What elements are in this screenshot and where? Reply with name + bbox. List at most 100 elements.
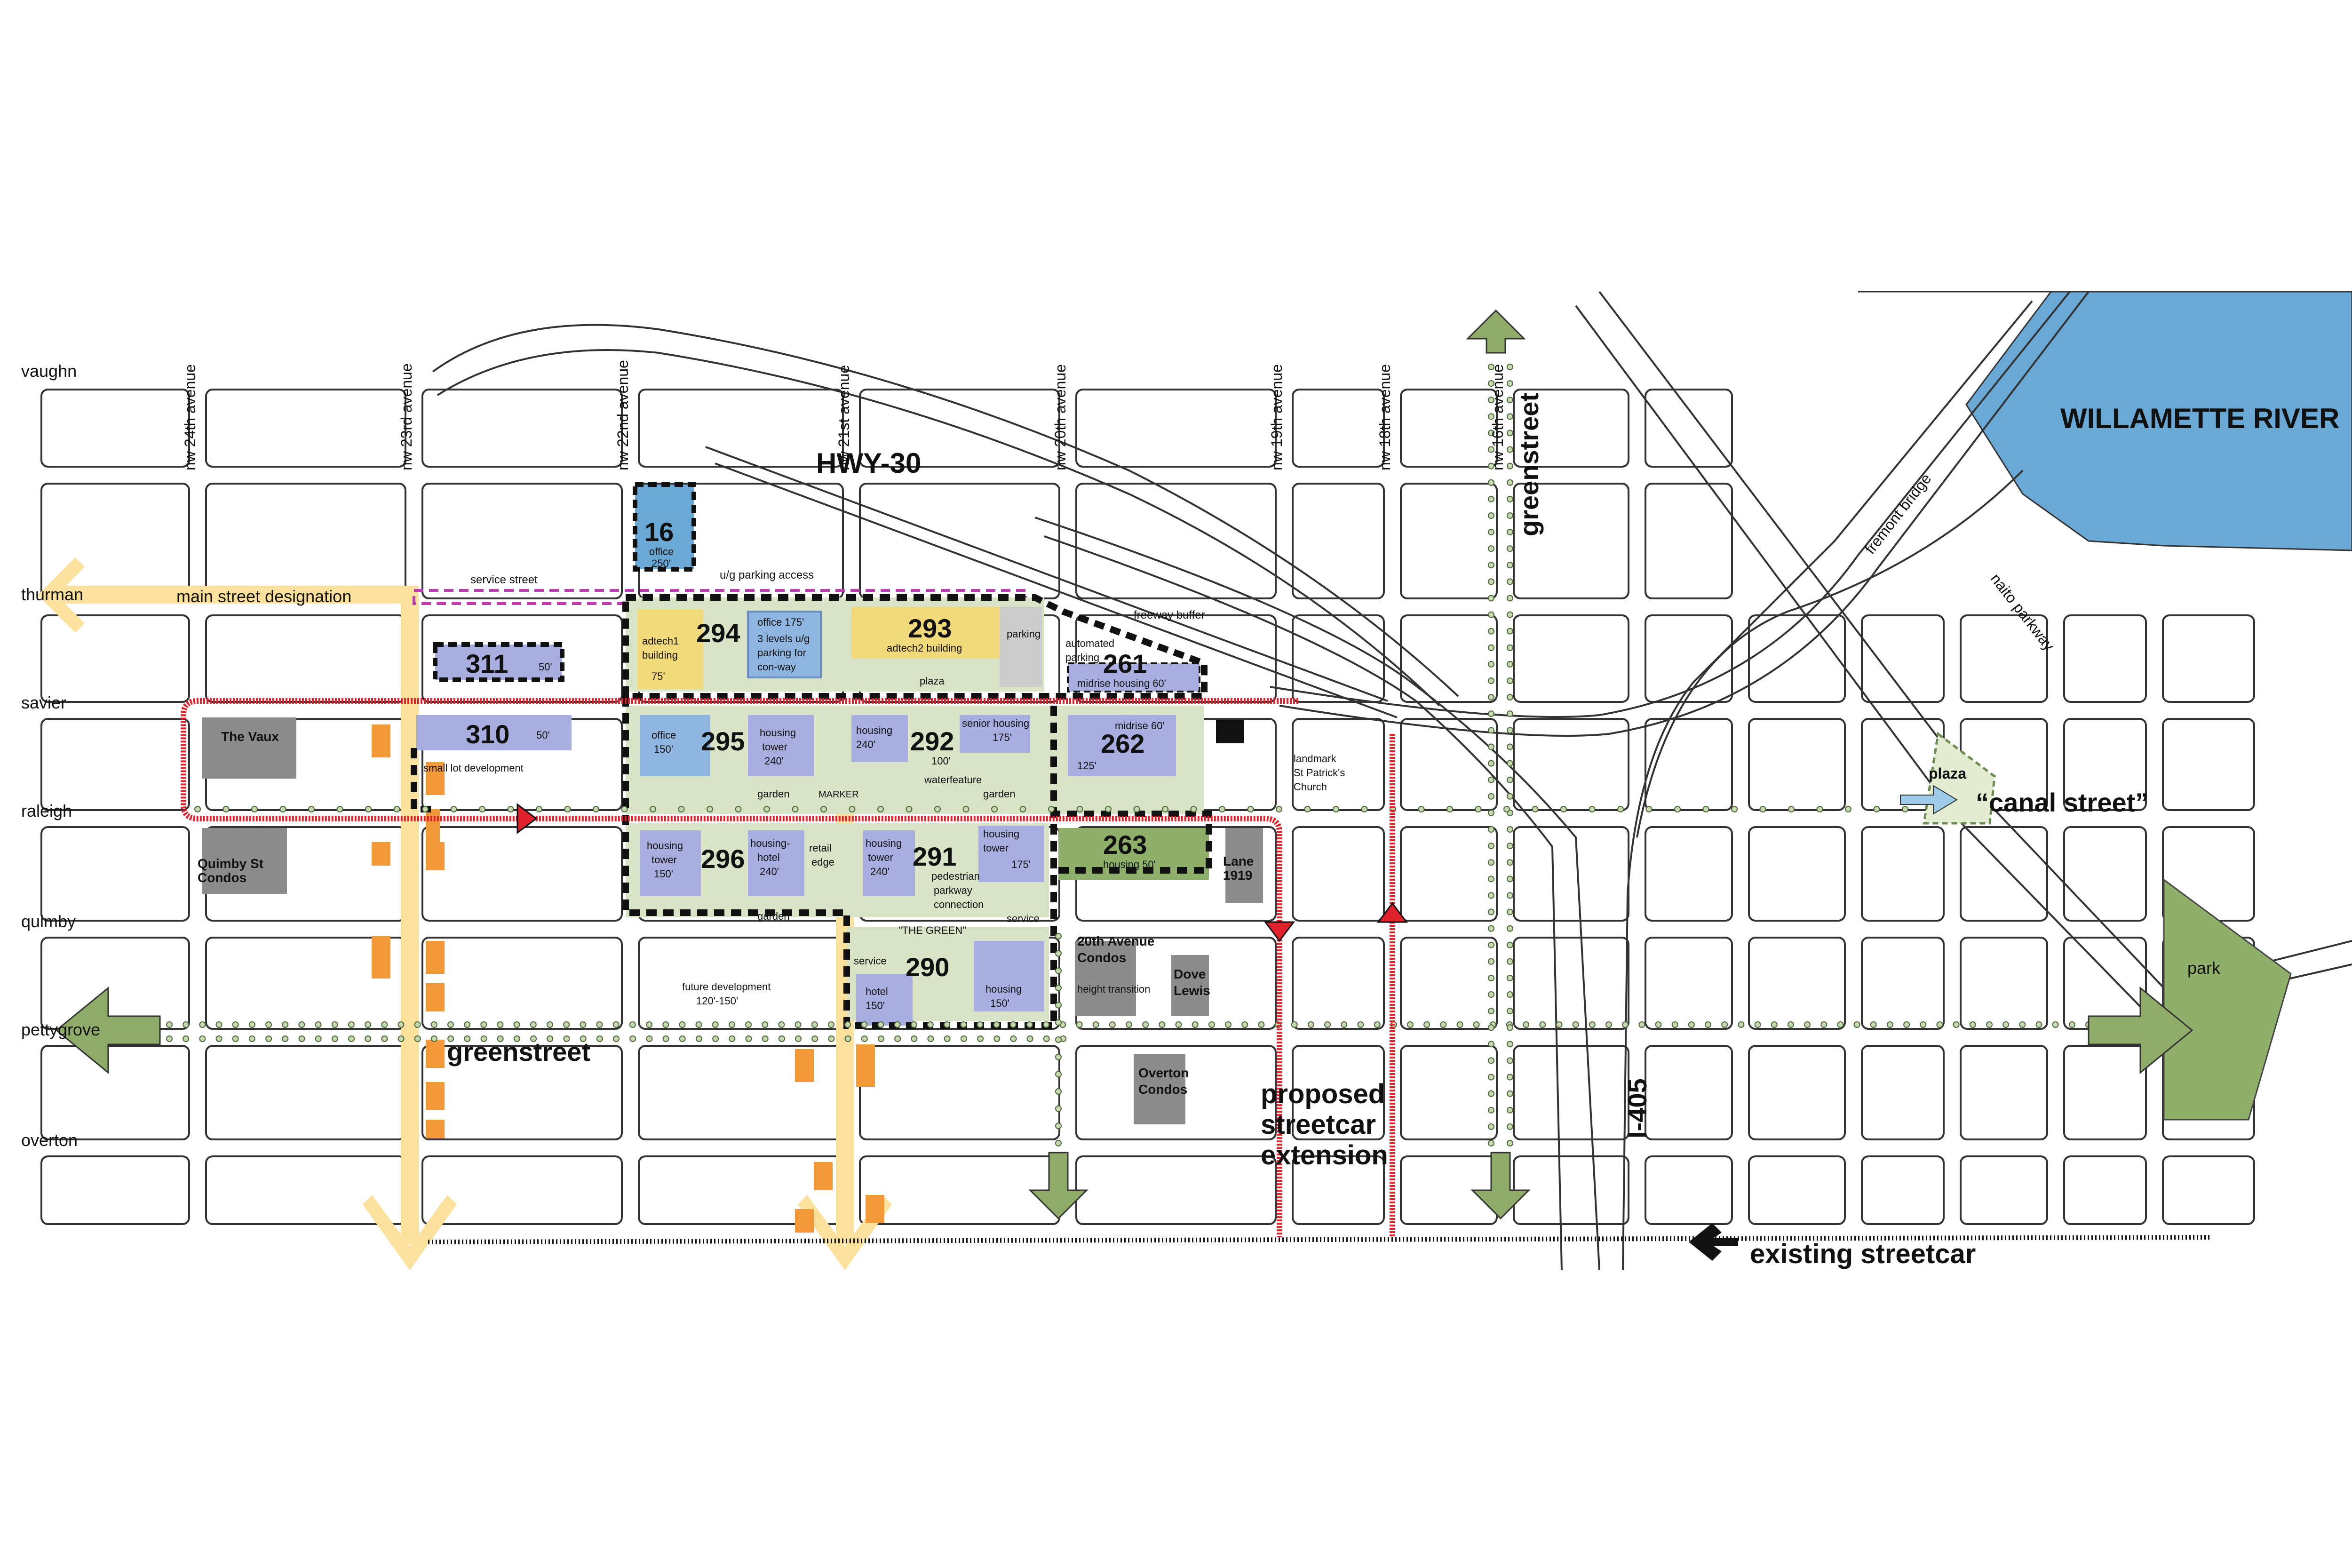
greenstreet-dot <box>1507 495 1513 502</box>
orange-lot <box>426 809 440 842</box>
city-block <box>2063 614 2147 703</box>
garden-label-b: garden <box>983 788 1016 800</box>
greenstreet-dot <box>2068 1021 2075 1028</box>
city-block <box>205 1045 406 1140</box>
greenstreet-dot <box>811 1035 818 1042</box>
greenstreet-dot <box>580 1021 587 1028</box>
city-block <box>1861 937 1945 1030</box>
greenstreet-dot <box>1759 806 1766 812</box>
greenstreet-dot <box>1605 1021 1612 1028</box>
greenstreet-dot <box>1507 545 1513 552</box>
greenstreet-dot <box>1055 1002 1062 1009</box>
building-office-295 <box>640 715 710 776</box>
greenstreet-dot <box>613 1035 620 1042</box>
greenstreet-dot <box>1507 413 1513 420</box>
orange-lot <box>426 842 445 870</box>
greenstreet-dot <box>629 1035 636 1042</box>
greenstreet-dot <box>536 806 542 812</box>
greenstreet-dot <box>712 1021 719 1028</box>
landmark-label-1: landmark <box>1294 753 1336 764</box>
block-291-tower-b-2: tower <box>983 842 1009 854</box>
greenstreet-dot <box>778 1035 785 1042</box>
greenstreet-dot <box>1488 876 1494 883</box>
city-block <box>1960 614 2048 703</box>
block-296-hotel-2: hotel <box>757 852 780 863</box>
district-borders <box>411 594 1212 1029</box>
building-vaux <box>202 717 296 779</box>
greenstreet-dot <box>911 1035 918 1042</box>
greenstreet-dot <box>735 806 742 812</box>
small-lot-label: small lot development <box>423 762 524 774</box>
greenstreet-dot <box>1488 1041 1494 1048</box>
avenue-label: nw 16th avenue <box>1489 364 1506 470</box>
lane-label-1: Lane <box>1223 854 1254 868</box>
orange-lot <box>795 1049 814 1082</box>
greenstreet-dot <box>646 1035 653 1042</box>
block-295-number: 295 <box>701 726 745 756</box>
city-block <box>40 1045 190 1140</box>
proposed-streetcar-label-2: streetcar <box>1261 1109 1376 1140</box>
greenstreet-dot <box>1523 1021 1530 1028</box>
greenstreet-dot <box>1488 578 1494 585</box>
greenstreet-dot <box>2035 1021 2042 1028</box>
greenstreet-dot <box>480 1021 487 1028</box>
greenstreet-dot <box>1488 694 1494 701</box>
city-block <box>1400 826 1498 922</box>
greenstreet-dot <box>1507 628 1513 635</box>
block-291-tower-b-1: housing <box>983 828 1019 840</box>
greenstreet-dot <box>315 1035 322 1042</box>
city-block <box>1748 1155 1846 1225</box>
block-290-number: 290 <box>906 952 949 982</box>
greenstreet-dot <box>580 1035 587 1042</box>
greenstreet-dot <box>447 1021 454 1028</box>
greenstreet-dot <box>1936 1021 1943 1028</box>
greenstreet-dot <box>1291 1021 1298 1028</box>
greenstreet-dot <box>282 1035 289 1042</box>
greenstreet-dot <box>222 806 230 812</box>
greenstreet-dot <box>1507 430 1513 437</box>
greenstreet-dot <box>763 806 770 812</box>
block-16-height: 250' <box>652 557 671 569</box>
city-block <box>1292 1045 1385 1140</box>
greenstreet-dot <box>894 1021 901 1028</box>
city-block <box>1748 826 1846 922</box>
greenstreet-dot <box>279 806 286 812</box>
block-291-tower-2: tower <box>868 852 893 863</box>
avenue-label: nw 18th avenue <box>1376 364 1393 470</box>
greenstreet-dot <box>820 806 827 812</box>
avenue-label: nw 19th avenue <box>1268 364 1285 470</box>
greenstreet-dot <box>547 1035 554 1042</box>
greenstreet-dot <box>1903 1021 1910 1028</box>
building-dove-lewis <box>1171 955 1209 1016</box>
building-293-parking <box>1000 607 1042 687</box>
building-296-tower <box>640 830 701 896</box>
greenstreet-dot <box>365 1035 372 1042</box>
greenstreet-dot <box>1820 1021 1828 1028</box>
greenstreet-dot <box>762 1035 769 1042</box>
greenstreet-dot <box>1488 760 1494 767</box>
greenstreet-dot <box>497 1035 504 1042</box>
greenstreet-dot <box>1324 1021 1331 1028</box>
greenstreet-dot <box>927 1021 934 1028</box>
greenstreet-dot <box>1092 1021 1099 1028</box>
vaux-label: The Vaux <box>221 729 279 744</box>
greenstreet-dot <box>1705 1021 1712 1028</box>
greenstreet-dot <box>1126 1021 1132 1028</box>
greenstreet-dot <box>861 1035 868 1042</box>
greenstreet-dot <box>662 1035 669 1042</box>
block-292-housing-1: housing <box>856 724 892 736</box>
greenstreet-dot <box>1043 1035 1050 1042</box>
greenstreet-dot <box>1671 1021 1678 1028</box>
buildings <box>202 482 1263 1124</box>
greenstreet-dot <box>707 806 713 812</box>
greenstreet-dot <box>365 806 372 812</box>
greenstreet-dot <box>1406 1021 1414 1028</box>
greenstreet-dot <box>906 806 913 812</box>
greenstreet-dot <box>1488 628 1494 635</box>
greenstreet-dot <box>1142 1021 1149 1028</box>
block-292-senior-1: senior housing <box>962 717 1029 729</box>
greenstreet-dot <box>1488 661 1494 668</box>
ave20-label-2: Condos <box>1077 950 1126 965</box>
greenstreet-dot <box>679 1021 686 1028</box>
greenstreet-dot <box>1055 1122 1062 1130</box>
